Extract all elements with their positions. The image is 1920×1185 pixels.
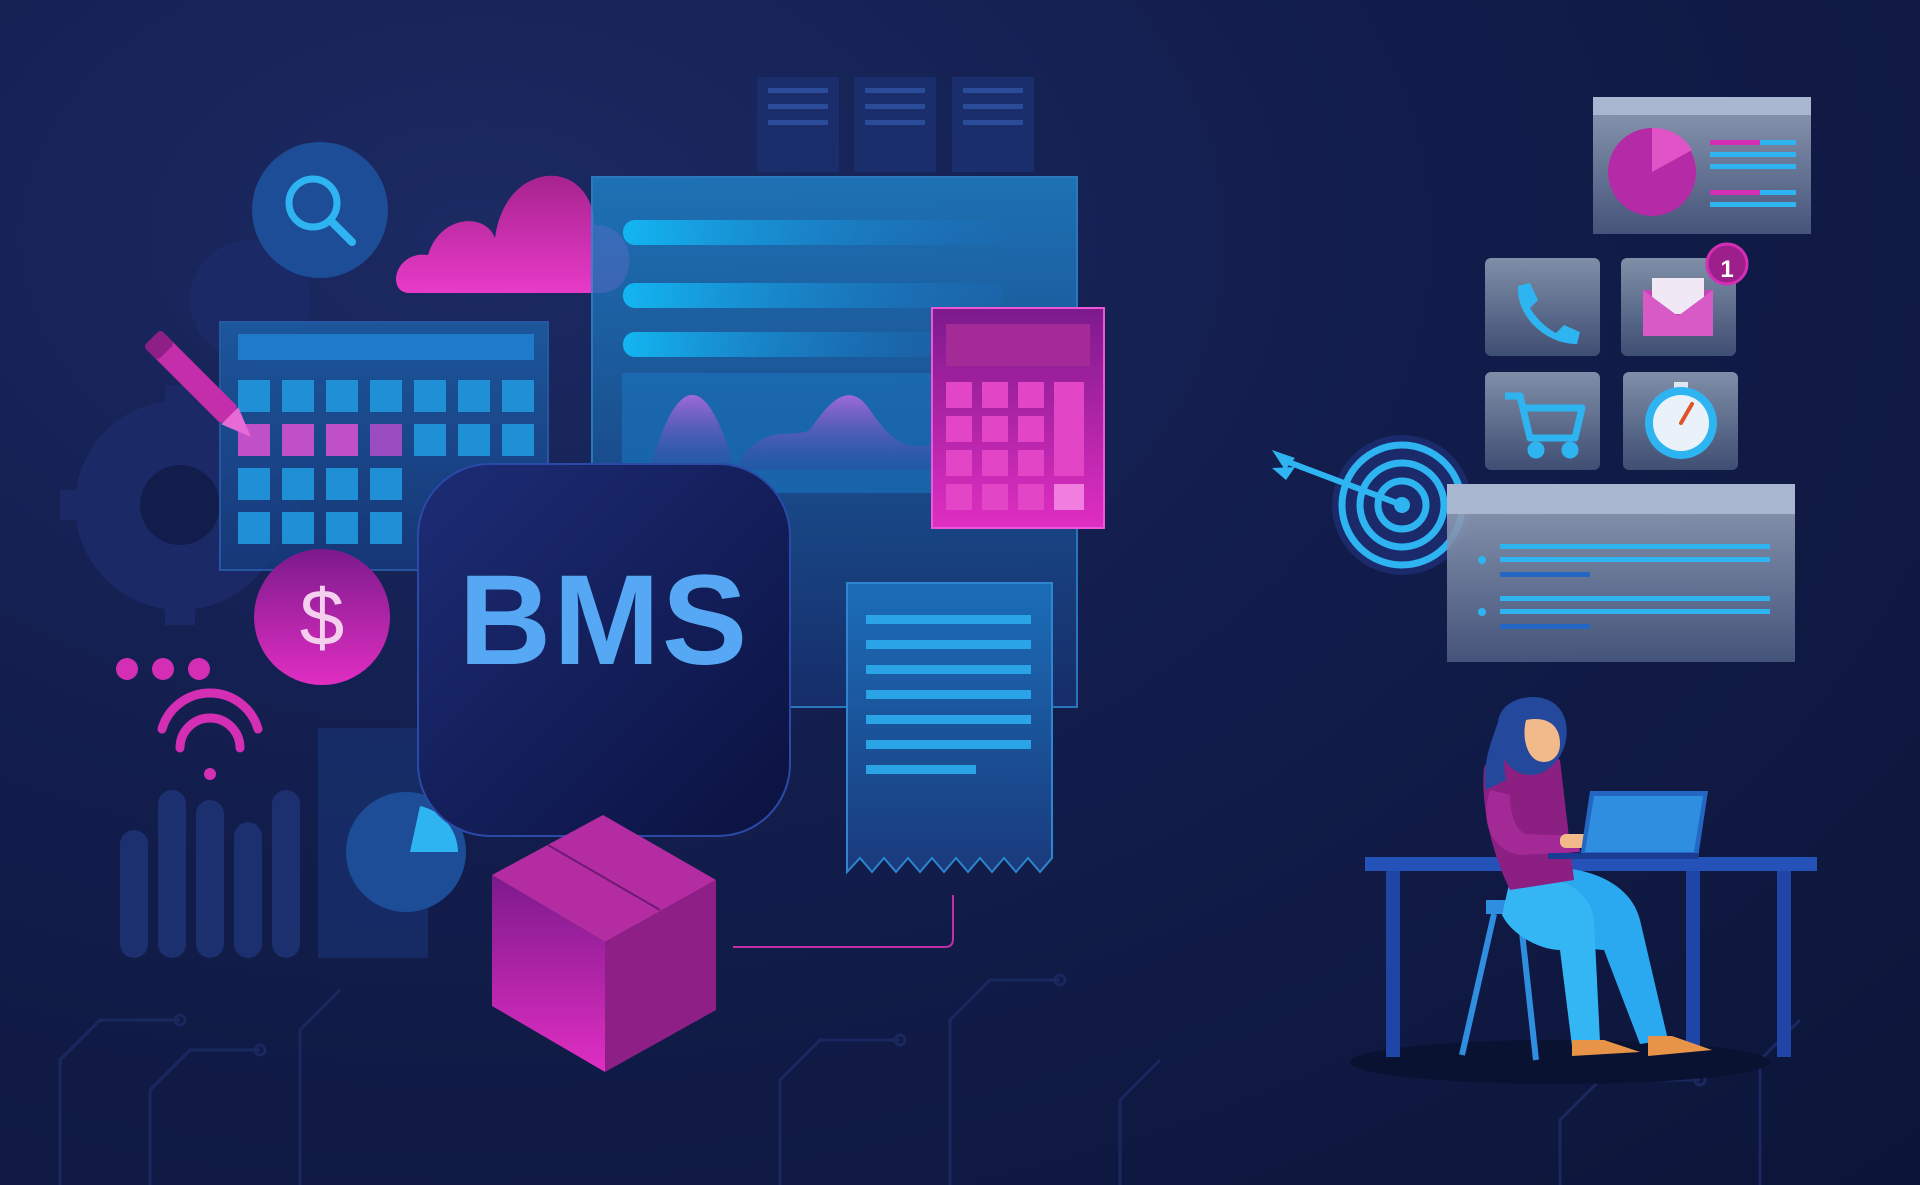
pencil-icon [145, 331, 251, 437]
receipt-document [846, 582, 1053, 875]
stopwatch-app-tile [1623, 372, 1738, 470]
search-icon [252, 142, 388, 278]
shopping-cart-icon [1505, 392, 1586, 459]
target-icon [1272, 435, 1472, 575]
stopwatch-icon [1645, 382, 1717, 459]
list-card [1447, 484, 1795, 662]
mail-app-tile [1621, 242, 1749, 356]
dollar-coin-icon: $ [254, 549, 390, 685]
person-at-desk [1350, 696, 1817, 1084]
dots-indicator [116, 658, 210, 680]
bms-logo-text: BMS [458, 548, 750, 692]
package-box-icon [492, 815, 716, 1072]
mail-icon [1643, 278, 1713, 336]
svg-text:$: $ [300, 573, 345, 662]
phone-icon [1517, 283, 1580, 344]
circuit-background [58, 973, 1802, 1185]
cloud-icon [396, 175, 630, 293]
bar-chart-decoration [120, 790, 300, 958]
phone-app-tile [1485, 258, 1600, 356]
pie-chart-card [1593, 97, 1811, 234]
calculator-icon [931, 307, 1105, 529]
pie-chart-icon [346, 792, 466, 912]
notification-badge [1705, 242, 1749, 286]
connector-line [733, 895, 954, 948]
server-racks [757, 77, 1034, 172]
cart-app-tile [1485, 372, 1600, 470]
wifi-icon [157, 688, 263, 780]
mail-badge-count: 1 [1720, 256, 1734, 283]
